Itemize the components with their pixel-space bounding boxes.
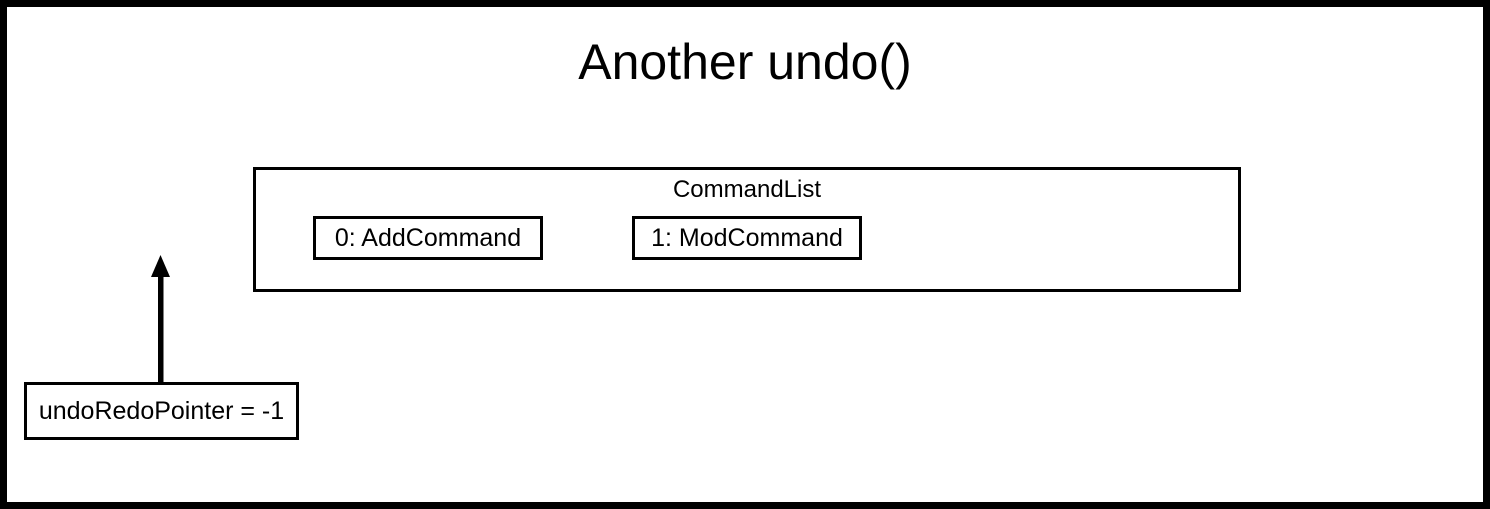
pointer-arrow-up-icon (151, 255, 170, 386)
undo-redo-pointer-box: undoRedoPointer = -1 (24, 382, 299, 440)
command-slot-1: 1: ModCommand (632, 216, 862, 260)
undo-redo-pointer-label: undoRedoPointer = -1 (38, 397, 285, 425)
command-slot-1-label: 1: ModCommand (651, 224, 843, 252)
page-title: Another undo() (578, 34, 912, 90)
command-slot-0-label: 0: AddCommand (334, 224, 522, 252)
command-slot-0: 0: AddCommand (313, 216, 543, 260)
command-list-label: CommandList (672, 176, 822, 203)
